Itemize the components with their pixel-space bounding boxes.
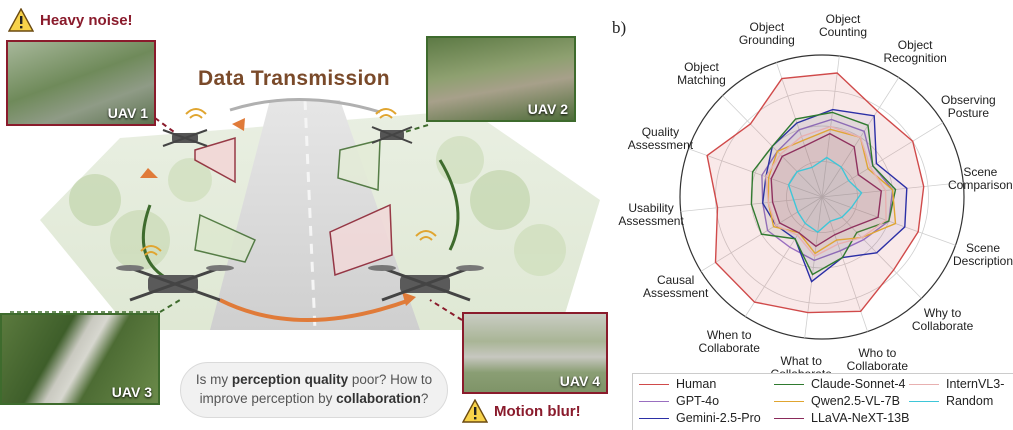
legend-swatch <box>774 417 804 419</box>
legend-label: Human <box>676 377 717 391</box>
bubble-bold-1: perception quality <box>231 372 349 387</box>
drone-uav4 <box>368 265 484 302</box>
bubble-text-1: Is my <box>195 372 232 387</box>
legend-item: Random <box>909 394 993 408</box>
frustum-uav3 <box>194 213 256 263</box>
warning-icon <box>461 398 489 423</box>
radar-spoke <box>821 196 922 299</box>
legend-label: Random <box>946 394 994 408</box>
legend-item: LLaVA-NeXT-13B <box>774 411 909 425</box>
frustum-uav2 <box>337 139 381 191</box>
drone-uav1 <box>162 129 208 147</box>
legend-item: Gemini-2.5-Pro <box>639 411 761 425</box>
legend-item: GPT-4o <box>639 394 719 408</box>
legend-swatch <box>909 400 939 402</box>
radar-chart <box>679 54 965 340</box>
legend-label: Gemini-2.5-Pro <box>676 411 761 425</box>
legend-label: InternVL3- <box>946 377 1005 391</box>
panel-label: b) <box>612 18 627 37</box>
radar-spoke <box>821 196 868 332</box>
drone-uav3 <box>116 265 234 302</box>
uav1-view: UAV 1 <box>6 40 156 126</box>
legend-swatch <box>639 400 669 402</box>
radar-outer-circle <box>679 54 965 340</box>
radar-spoke <box>744 196 823 317</box>
flow-arrow-top <box>229 97 381 114</box>
uav3-view: UAV 3 <box>0 313 160 405</box>
legend-label: Qwen2.5-VL-7B <box>811 394 900 408</box>
uav4-label: UAV 4 <box>559 373 600 389</box>
drone-uav2 <box>371 126 413 144</box>
heavy-noise-text: Heavy noise! <box>40 11 133 29</box>
radar-series-claude-sonnet-4 <box>750 111 897 276</box>
bubble-text-3: ? <box>420 391 429 406</box>
legend-label: LLaVA-NeXT-13B <box>811 411 910 425</box>
legend-swatch <box>909 383 939 385</box>
signal-icons <box>140 108 437 256</box>
bubble-text-2: poor? How to improve perception by <box>199 372 433 406</box>
legend-swatch <box>774 383 804 385</box>
motion-blur-text: Motion blur! <box>494 402 581 420</box>
radar-spoke <box>804 196 823 338</box>
legend-label: Claude-Sonnet-4 <box>811 377 906 391</box>
uav1-label: UAV 1 <box>107 105 148 121</box>
legend-item: Human <box>639 377 716 391</box>
bubble-bold-2: collaboration <box>336 391 421 406</box>
scene-illustration <box>10 97 600 331</box>
radar-spoke <box>688 148 823 198</box>
legend-item: Qwen2.5-VL-7B <box>774 394 900 408</box>
road <box>210 100 420 330</box>
legend-swatch <box>774 400 804 402</box>
uav3-label: UAV 3 <box>111 384 152 400</box>
legend-label: GPT-4o <box>676 394 720 408</box>
data-transmission-title: Data Transmission <box>198 67 390 90</box>
radar-series-gpt-4o <box>761 118 894 262</box>
uav4-view: UAV 4 <box>462 312 608 394</box>
legend-item: Claude-Sonnet-4 <box>774 377 906 391</box>
radar-series-random <box>787 156 863 234</box>
collaboration-scene-panel: UAV 1 UAV 2 UAV 3 UAV 4 Heavy noise! Mot… <box>0 7 608 423</box>
legend-item: InternVL3- <box>909 377 1004 391</box>
legend-swatch <box>639 383 669 385</box>
legend-swatch <box>639 417 669 419</box>
uav2-label: UAV 2 <box>527 101 568 117</box>
motion-blur-warning: Motion blur! <box>461 398 581 423</box>
radar-series-internvl3 <box>765 125 887 258</box>
radar-spoke <box>821 122 944 198</box>
thought-bubble: Is my perception quality poor? How to im… <box>180 362 448 418</box>
frustum-uav4 <box>329 203 393 277</box>
warning-icon <box>7 7 35 32</box>
uav2-view: UAV 2 <box>426 36 576 122</box>
flow-arrow-bottom <box>219 298 411 322</box>
radar-series-llava-next-13b <box>770 132 883 248</box>
flow-arrow-right <box>438 159 460 251</box>
frustum-uav1 <box>194 136 236 184</box>
heavy-noise-warning: Heavy noise! <box>7 7 133 32</box>
